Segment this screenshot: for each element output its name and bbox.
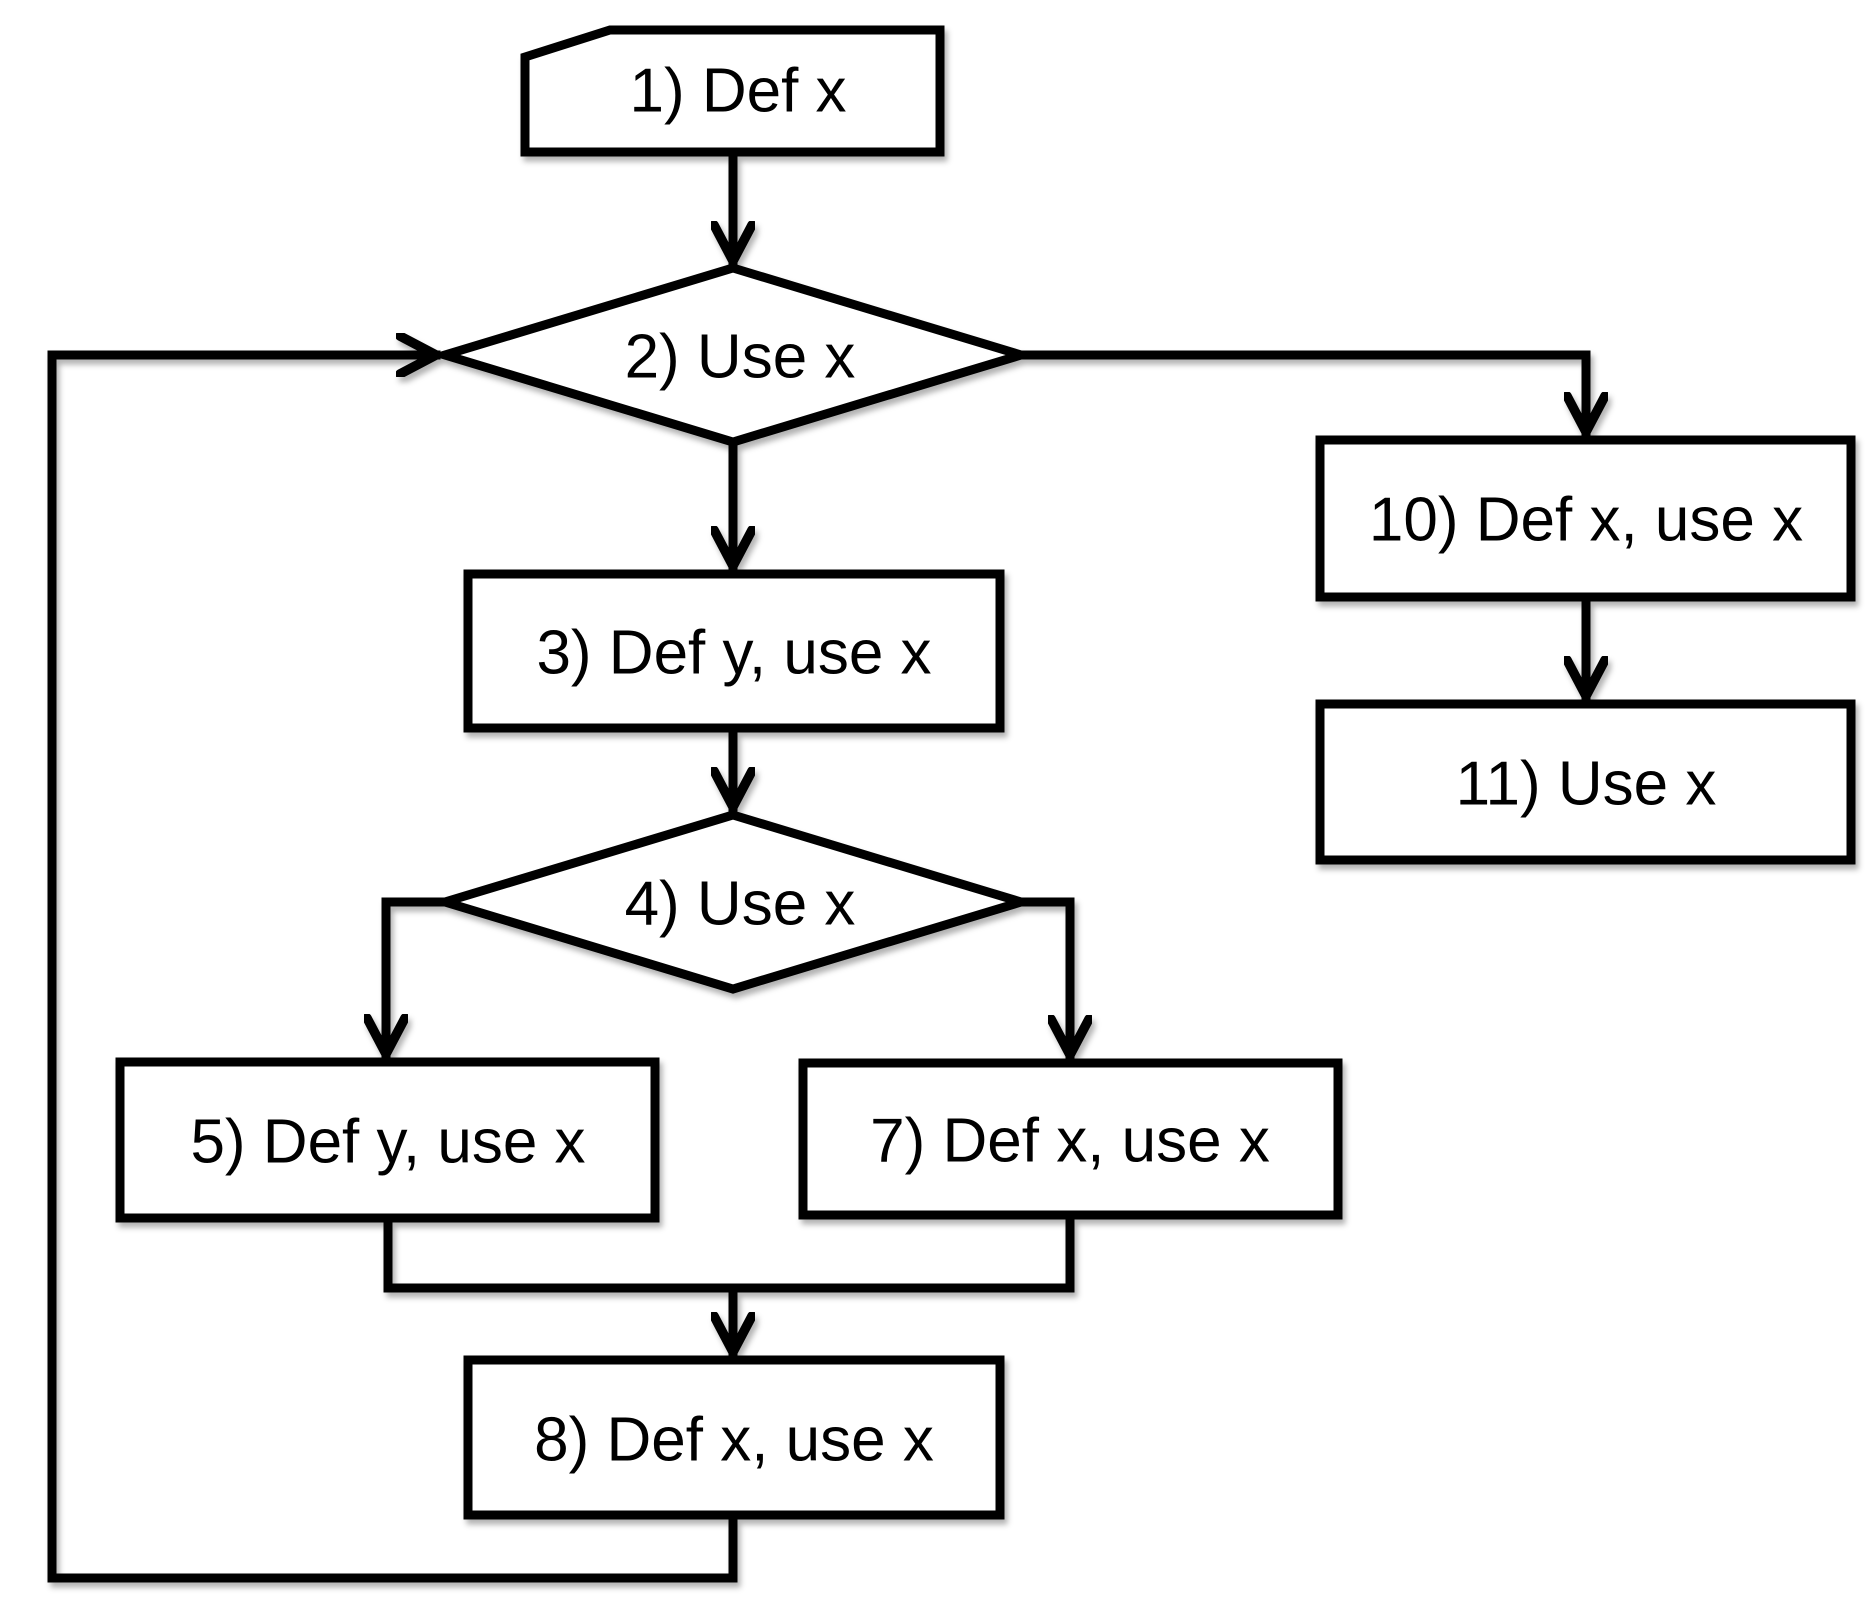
node-label: 2) Use x xyxy=(625,323,856,392)
nodes-layer: 1) Def x 2) Use x 3) Def y, use x 4) Use… xyxy=(115,25,1856,1520)
node-10-def-x-use-x: 10) Def x, use x xyxy=(1315,435,1856,602)
node-label: 4) Use x xyxy=(625,870,856,939)
node-3-def-y-use-x: 3) Def y, use x xyxy=(463,569,1005,733)
node-7-def-x-use-x: 7) Def x, use x xyxy=(798,1058,1343,1220)
node-5-def-y-use-x: 5) Def y, use x xyxy=(115,1057,660,1223)
diamond-shape xyxy=(429,810,1037,994)
rect-shape xyxy=(463,569,1005,733)
node-label: 7) Def x, use x xyxy=(870,1107,1270,1176)
node-2-use-x: 2) Use x xyxy=(429,263,1037,447)
diamond-shape xyxy=(429,263,1037,447)
node-label: 11) Use x xyxy=(1456,750,1717,819)
node-label: 1) Def x xyxy=(629,57,846,126)
edge-7-8 xyxy=(728,1210,1075,1293)
rect-shape xyxy=(115,1057,660,1223)
connectors-layer xyxy=(47,147,1586,1583)
edge-4-7 xyxy=(1016,897,1070,1055)
node-label: 5) Def y, use x xyxy=(190,1108,585,1177)
node-11-use-x: 11) Use x xyxy=(1315,699,1856,865)
rect-shape xyxy=(1315,435,1856,602)
edge-4-5 xyxy=(386,897,450,1054)
node-label: 8) Def x, use x xyxy=(534,1406,934,1475)
rect-shape xyxy=(1315,699,1856,865)
node-4-use-x: 4) Use x xyxy=(429,810,1037,994)
rect-shape xyxy=(463,1355,1005,1520)
card-shape xyxy=(520,25,945,157)
node-label: 10) Def x, use x xyxy=(1369,486,1803,555)
node-1-def-x: 1) Def x xyxy=(520,25,945,157)
node-8-def-x-use-x: 8) Def x, use x xyxy=(463,1355,1005,1520)
edge-5-8 xyxy=(383,1213,738,1293)
edge-8-2-loop xyxy=(47,355,738,1583)
node-label: 3) Def y, use x xyxy=(536,619,931,688)
edge-2-10 xyxy=(1016,350,1586,432)
rect-shape xyxy=(798,1058,1343,1220)
